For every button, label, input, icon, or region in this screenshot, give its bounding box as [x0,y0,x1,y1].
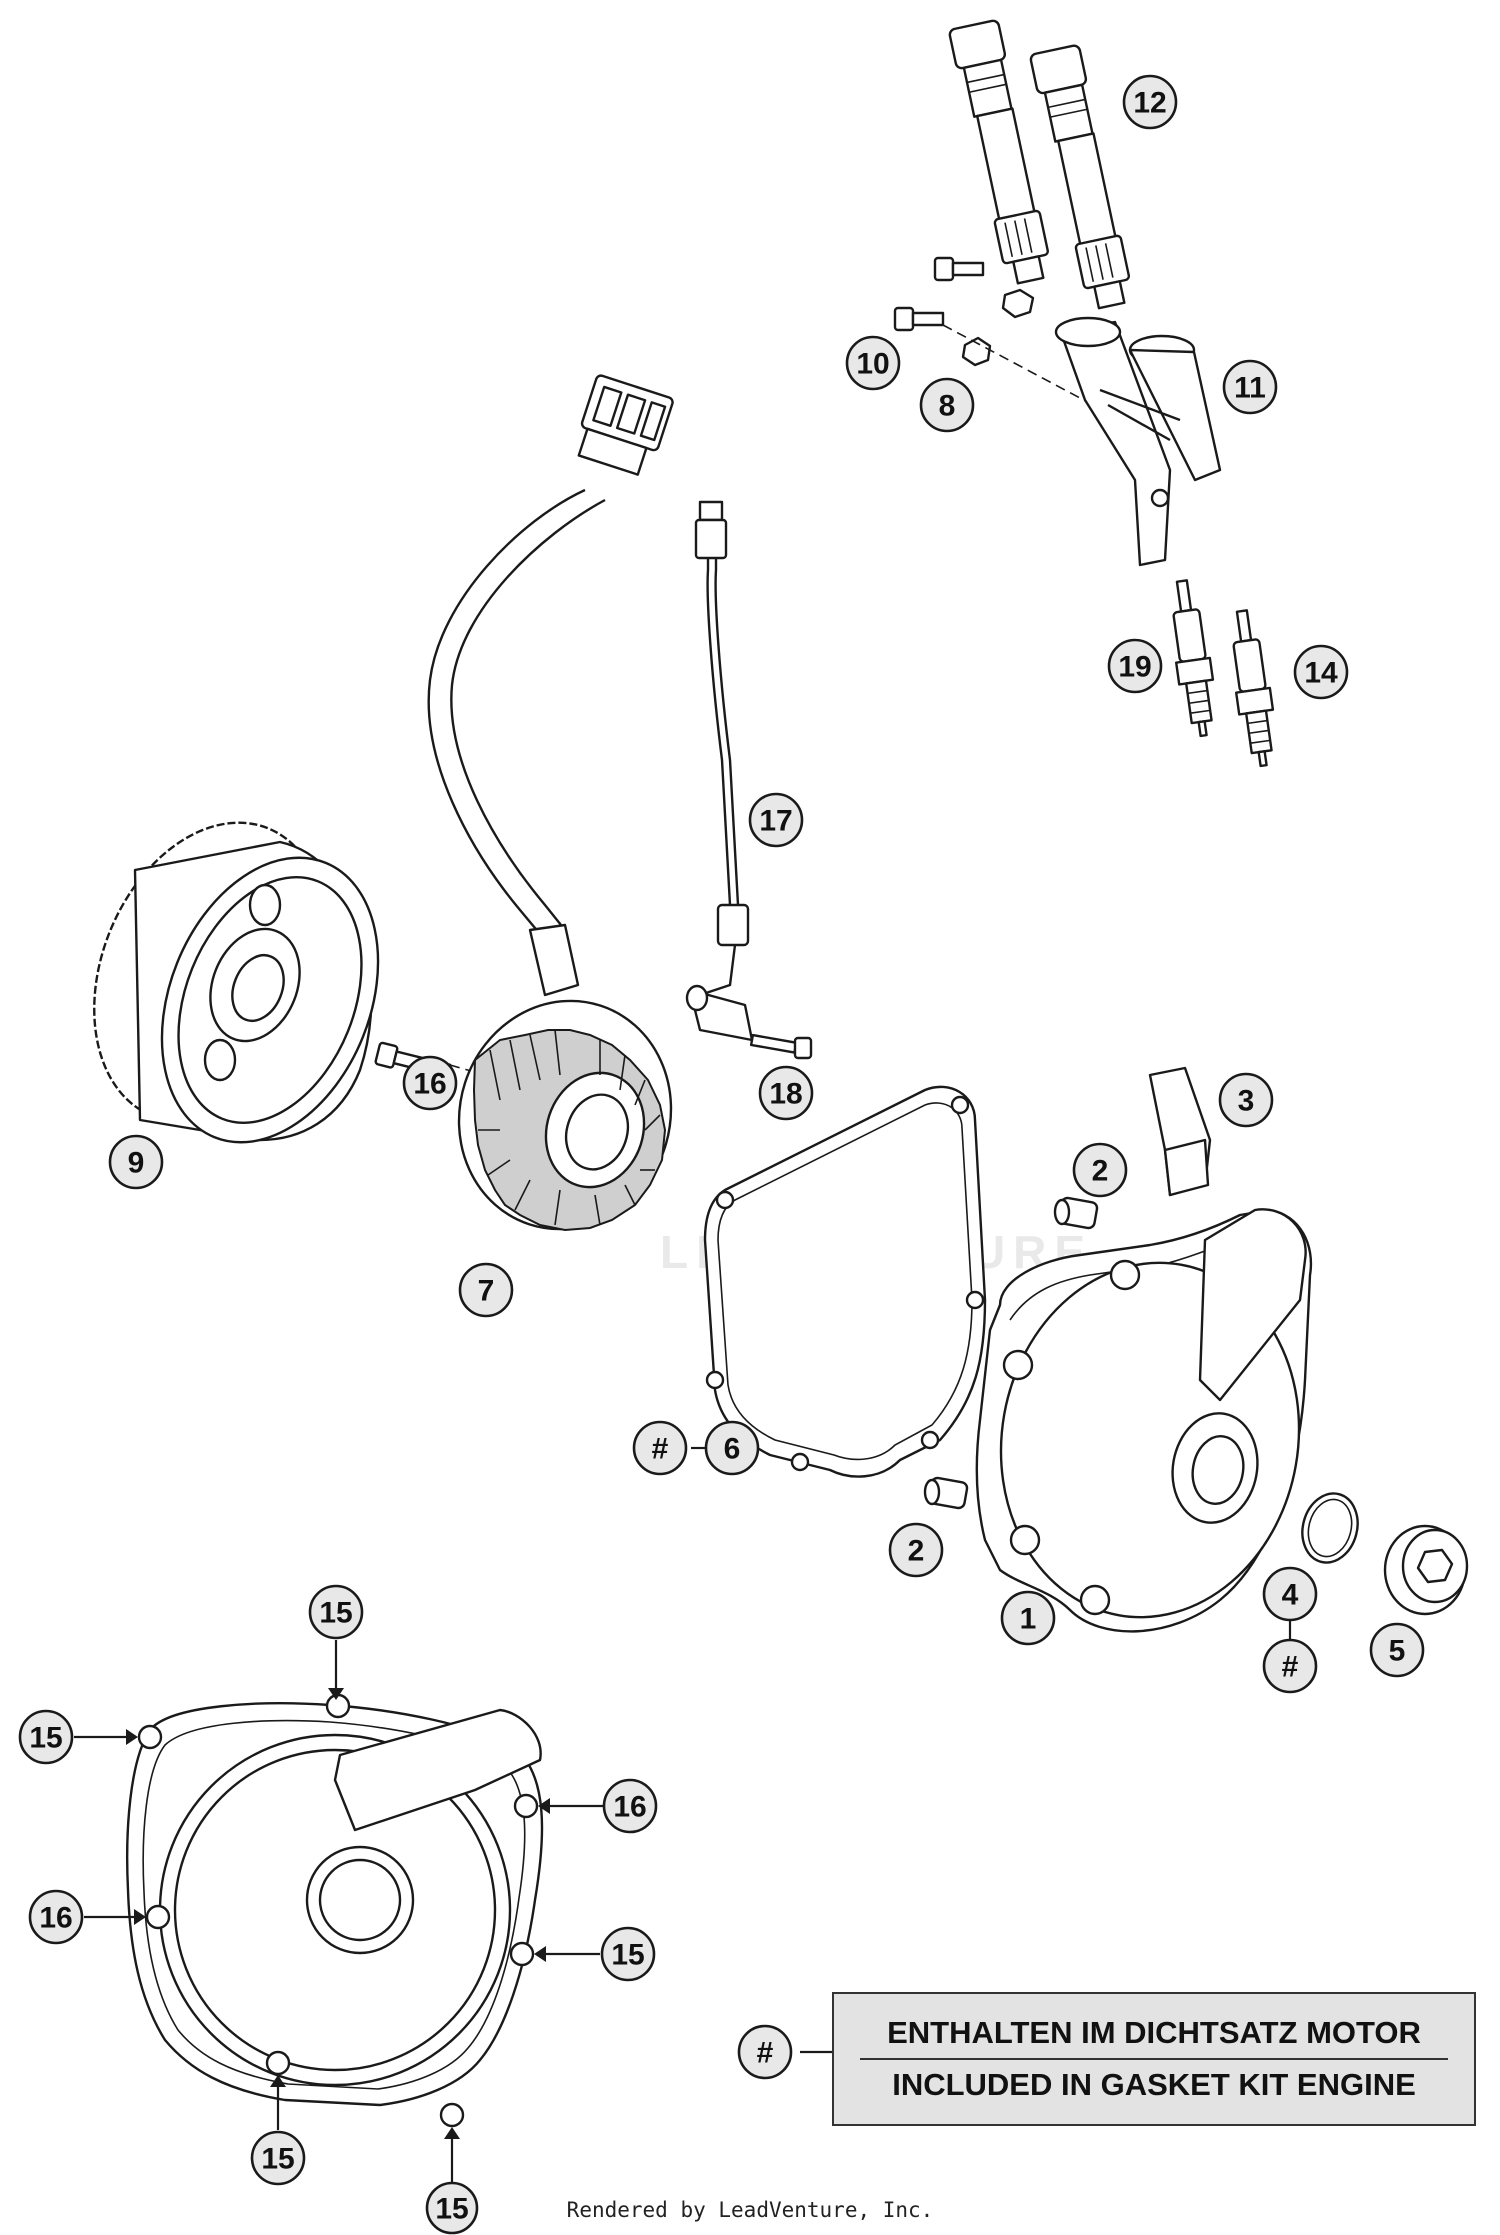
svg-text:12: 12 [1133,87,1166,120]
callout-11: 11 [1222,359,1278,415]
svg-text:5: 5 [1389,1635,1406,1668]
pickup-sensor-18 [685,984,813,1060]
callout-2-lower: 2 [888,1522,944,1578]
svg-text:19: 19 [1118,651,1151,684]
callout-15-bottom-right: 15 [425,2181,479,2235]
svg-text:3: 3 [1238,1085,1255,1118]
svg-text:9: 9 [128,1147,145,1180]
callout-15-left: 15 [18,1709,74,1765]
stator-cable-connector [427,374,674,997]
spark-plug-14 [1232,609,1275,768]
dowel-pin-lower [923,1476,969,1510]
callout-15-top: 15 [308,1584,364,1640]
legend-divider [859,2058,1449,2060]
bolt-small [933,256,985,282]
svg-text:15: 15 [261,2143,294,2176]
coil-bracket [1054,316,1222,567]
svg-text:#: # [757,2037,774,2070]
svg-text:1: 1 [1020,1603,1037,1636]
callout-4: 4 [1262,1566,1318,1622]
svg-text:11: 11 [1234,372,1266,405]
svg-text:18: 18 [769,1078,802,1111]
svg-text:#: # [1282,1651,1299,1684]
svg-text:8: 8 [939,390,956,423]
callout-8: 8 [919,377,975,433]
callout-18: 18 [758,1065,814,1121]
generator-cover-1 [975,1208,1313,1633]
svg-text:6: 6 [724,1433,741,1466]
gasket-6 [703,1085,987,1478]
svg-text:4: 4 [1282,1579,1299,1612]
footer-credit: Rendered by LeadVenture, Inc. [566,2198,934,2222]
callout-19: 19 [1107,638,1163,694]
callout-17: 17 [748,792,804,848]
generator-cover-front-view [126,1693,544,2128]
callout-16-stator: 16 [402,1055,458,1111]
ignition-coil-pair [948,19,1131,310]
o-ring-4 [1301,1492,1359,1564]
flywheel-rotor-9 [93,821,380,1144]
stator-7 [457,999,673,1232]
svg-text:16: 16 [39,1902,72,1935]
gasket-kit-legend: ENTHALTEN IM DICHTSATZ MOTOR INCLUDED IN… [832,1992,1476,2126]
svg-text:15: 15 [29,1722,62,1755]
svg-text:2: 2 [1092,1155,1109,1188]
svg-text:10: 10 [856,348,889,381]
clip-3 [1148,1066,1212,1197]
callout-3: 3 [1218,1072,1274,1128]
svg-text:15: 15 [611,1939,644,1972]
leader-lines [74,1446,1292,2183]
svg-text:#: # [652,1433,669,1466]
washer-8 [961,336,992,367]
callout-7: 7 [458,1262,514,1318]
screw-plug-5 [1383,1524,1469,1616]
nut-small [1001,288,1035,319]
callout-2-upper: 2 [1072,1142,1128,1198]
callout-10: 10 [845,335,901,391]
svg-text:17: 17 [759,805,792,838]
callout-6-hash: # [632,1420,688,1476]
svg-text:15: 15 [319,1597,352,1630]
svg-text:7: 7 [478,1275,495,1308]
svg-text:15: 15 [435,2193,468,2226]
svg-text:16: 16 [413,1068,446,1101]
callout-4-hash: # [1262,1638,1318,1694]
callout-12: 12 [1122,74,1178,130]
callout-9: 9 [108,1134,164,1190]
callout-14: 14 [1293,644,1349,700]
dowel-pin-upper [1053,1196,1099,1230]
spark-plug-19 [1172,579,1215,738]
legend-line-german: ENTHALTEN IM DICHTSATZ MOTOR [887,2015,1421,2050]
sensor-cable-17 [694,500,750,997]
callout-15-bottom-left: 15 [250,2130,306,2186]
callout-16-left: 16 [28,1889,84,1945]
callout-legend-hash: # [737,2024,793,2080]
svg-text:2: 2 [908,1535,925,1568]
bolt-10 [893,306,945,332]
callout-1: 1 [1000,1590,1056,1646]
callout-6: 6 [704,1420,760,1476]
callout-5: 5 [1369,1622,1425,1678]
legend-line-english: INCLUDED IN GASKET KIT ENGINE [892,2067,1416,2102]
callout-16-right: 16 [602,1778,658,1834]
svg-text:16: 16 [613,1791,646,1824]
svg-text:14: 14 [1304,657,1338,690]
callout-15-right: 15 [600,1926,656,1982]
